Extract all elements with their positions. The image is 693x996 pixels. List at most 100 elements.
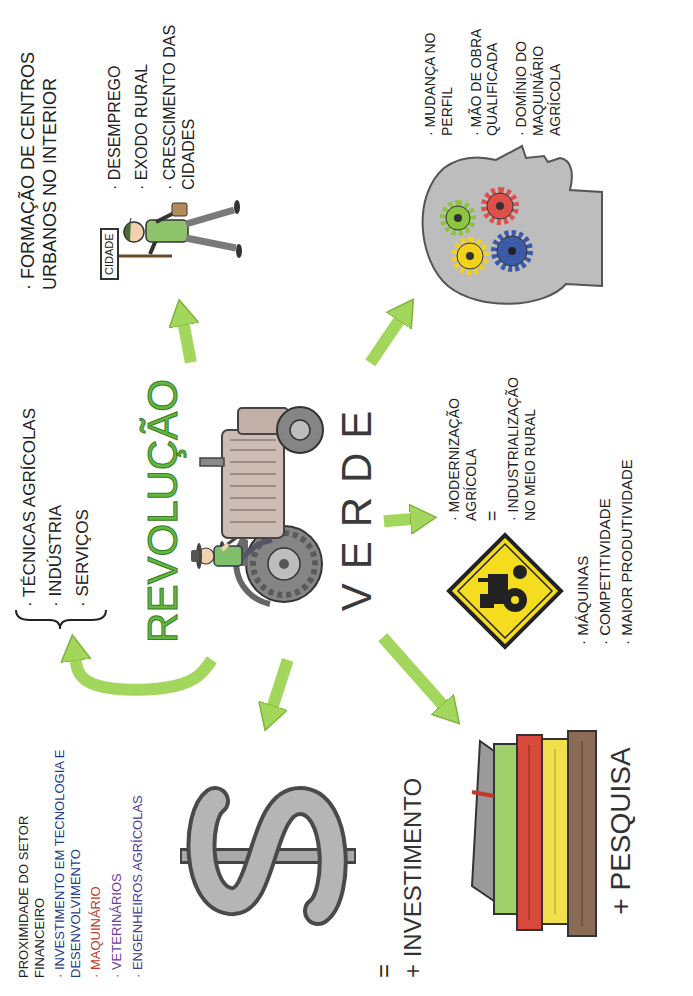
- dollar-sign: [180, 801, 356, 911]
- tractor-illustration: [279, 559, 289, 569]
- tractor-illustration: [222, 430, 284, 538]
- bullet-item: · COMPETITIVIDADE: [596, 357, 614, 645]
- connector-group: [75, 318, 444, 708]
- head-with-gears: [494, 233, 530, 269]
- head-with-gears: [508, 247, 516, 255]
- bullet-item: · SERVIÇOS: [73, 387, 93, 607]
- head-with-gears: [446, 206, 470, 230]
- book-stack: [472, 792, 494, 796]
- dollar-sign: [201, 801, 332, 911]
- tractor-warning-sign: [513, 565, 527, 579]
- book-stack: [568, 731, 596, 936]
- tractor-illustration: [242, 540, 272, 558]
- head-with-gears: [496, 202, 504, 210]
- head-with-gears: [423, 146, 602, 304]
- central-title: VERDE: [334, 366, 380, 656]
- tractor-warning-sign: [478, 578, 488, 582]
- tractor-illustration: [191, 550, 199, 562]
- book-stack: [517, 735, 542, 930]
- migrant-figure: [186, 238, 236, 248]
- research-branch: + PESQUISA: [462, 706, 644, 956]
- book-stack: [472, 741, 494, 901]
- branch-arrow: [370, 318, 400, 362]
- tractor-warning-sign: [480, 594, 494, 608]
- migrant-figure: [146, 220, 188, 242]
- bullet-item: · ENGENHEIROS AGRÍCOLAS: [130, 740, 146, 978]
- investment-branch: PROXIMIDADE DO SETOR FINANCEIRO· INVESTI…: [12, 734, 432, 984]
- head-with-gears: [466, 252, 474, 260]
- tractor-warning-sign: [449, 535, 561, 647]
- tractor-warning-sign: [511, 596, 519, 604]
- book-stack: [472, 731, 596, 936]
- migrant-figure: [124, 218, 131, 242]
- curly-brace: [16, 610, 106, 629]
- migrant-figure: [234, 200, 240, 214]
- city-sign-text: CIDADE: [100, 228, 119, 280]
- migrant-figure: [172, 203, 187, 216]
- migrant-figure: [236, 244, 242, 258]
- tractor-illustration: [277, 407, 323, 453]
- bullet-item: · MÃO DE OBRA QUALIFICADA: [468, 12, 502, 136]
- head-with-gears: [443, 203, 473, 233]
- bullet-item: · MAIOR PRODUTIVIDADE: [618, 357, 636, 645]
- bullet-item: · DOMÍNIO DO MAQUINÁRIO AGRÍCOLA: [513, 12, 563, 136]
- bullet-item: · INDUSTRIALIZAÇÃO NO MEIO RURAL: [505, 357, 539, 521]
- head-with-gears: [457, 243, 483, 269]
- bullet-item: · VETERINÁRIOS: [109, 740, 125, 978]
- migrant-figure: [186, 210, 234, 224]
- tractor-illustration: [191, 407, 323, 604]
- tractor-warning-sign: [458, 544, 552, 638]
- central-title: REVOLUÇÃO: [140, 366, 186, 656]
- urbanization-branch: · FORMAÇÃO DE CENTROS URBANOS NO INTERIO…: [12, 6, 252, 296]
- tractor-illustration: [200, 458, 224, 466]
- tractor-illustration: [290, 420, 310, 440]
- bullet-item: · TÉCNICAS AGRÍCOLAS: [20, 387, 40, 607]
- branch-heading: + PESQUISA: [604, 712, 638, 950]
- bullet-item: · INVESTIMENTO EM TECNOLOGIA E DESENVOLV…: [52, 740, 83, 978]
- tractor-illustration: [268, 548, 300, 580]
- branch-arrow: [383, 637, 444, 706]
- branch-arrow: [183, 322, 191, 362]
- techniques-branch: · TÉCNICAS AGRÍCOLAS · INDÚSTRIA · SERVIÇO…: [12, 381, 97, 631]
- equals-sign: =: [482, 357, 504, 521]
- tractor-warning-sign: [449, 535, 561, 647]
- head-with-gears: [487, 193, 513, 219]
- head-with-gears: [484, 190, 516, 222]
- book-stack: [494, 744, 517, 914]
- book-stack: [554, 749, 556, 914]
- branch-arrow: [75, 658, 211, 690]
- branch-heading: · FORMAÇÃO DE CENTROS URBANOS NO INTERIO…: [18, 12, 61, 290]
- branch-heading: + INVESTIMENTO: [399, 740, 428, 978]
- book-stack: [542, 739, 568, 924]
- dollar-sign: [201, 801, 332, 911]
- branch-arrow: [384, 519, 413, 521]
- bullet-item: · MÁQUINAS: [574, 357, 592, 645]
- tractor-warning-sign: [503, 588, 527, 612]
- bullet-item: · MAQUINÁRIO: [88, 740, 104, 978]
- tractor-illustration: [222, 544, 228, 550]
- book-stack: [528, 745, 530, 920]
- head-with-gears: [497, 236, 527, 266]
- equals-sign: =: [370, 740, 399, 978]
- tractor-illustration: [230, 440, 276, 522]
- qualification-branch: · MUDANÇA NO PERFIL · MÃO DE OBRA QUALIFI…: [410, 6, 610, 296]
- bullet-item: · EXODO RURAL: [132, 12, 151, 190]
- branch-arrow: [272, 660, 288, 708]
- bullet-item: PROXIMIDADE DO SETOR FINANCEIRO: [16, 740, 47, 978]
- bullet-item: · DESEMPREGO: [105, 12, 124, 190]
- bullet-item: · MODERNIZAÇÃO AGRÍCOLA: [446, 357, 480, 521]
- curly-brace: [16, 610, 106, 629]
- migrant-figure: [118, 255, 172, 258]
- bullet-item: · MUDANÇA NO PERFIL: [422, 12, 456, 136]
- tractor-illustration: [214, 546, 242, 566]
- migrant-figure: [118, 200, 242, 258]
- book-stack: [581, 741, 583, 926]
- central-concept: REVOLUÇÃO VERDE: [140, 366, 380, 656]
- modernization-branch: · MODERNIZAÇÃO AGRÍCOLA=· INDUSTRIALIZAÇ…: [440, 351, 642, 651]
- head-with-gears: [454, 240, 486, 272]
- bullet-item: · INDÚSTRIA: [46, 387, 66, 607]
- bullet-item: · CRESCIMENTO DAS CIDADES: [160, 12, 198, 190]
- head-with-gears: [423, 146, 602, 304]
